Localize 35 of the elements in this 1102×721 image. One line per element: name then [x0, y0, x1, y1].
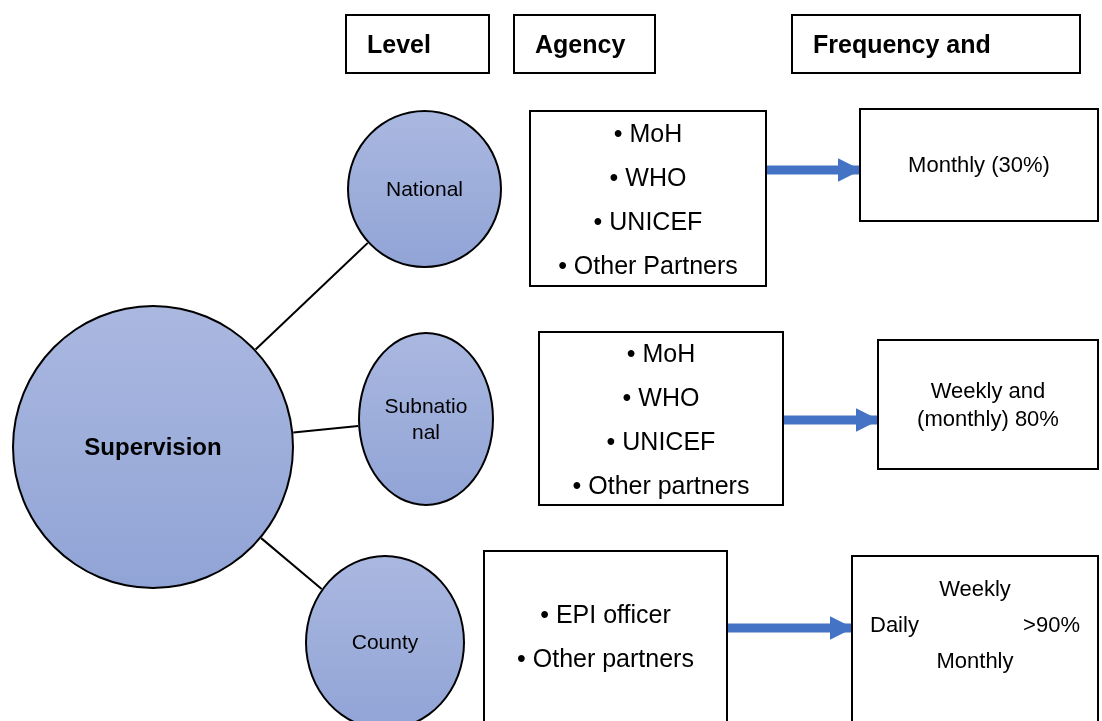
connector-line [292, 424, 360, 434]
connector-line [260, 537, 323, 591]
agency-item: • UNICEF [605, 425, 717, 457]
frequency-box [859, 108, 1099, 222]
column-header: Frequency and [813, 29, 991, 59]
agency-item: • MoH [612, 117, 684, 149]
connector-line [254, 241, 369, 351]
agency-item: • WHO [621, 381, 701, 413]
frequency-box [877, 339, 1099, 470]
frequency-text: Weekly [939, 575, 1011, 603]
agency-item: • MoH [625, 337, 697, 369]
header-box [791, 14, 1081, 74]
agency-item: • WHO [608, 161, 688, 193]
level-label: Supervision [84, 432, 222, 462]
frequency-box [851, 555, 1099, 721]
agency-box [483, 550, 728, 721]
agency-item: • EPI officer [539, 599, 672, 630]
frequency-text: >90% [1023, 611, 1080, 639]
header-box [345, 14, 490, 74]
column-header: Agency [535, 29, 626, 59]
frequency-text: Weekly and (monthly) 80% [916, 377, 1060, 432]
agency-item: • UNICEF [592, 205, 704, 237]
frequency-text: Monthly [936, 647, 1014, 675]
header-box [513, 14, 656, 74]
agency-item: • Other partners [517, 643, 694, 674]
agency-box [529, 110, 767, 287]
column-header: Level [367, 29, 431, 59]
agency-item: • Other partners [572, 469, 750, 501]
level-label: County [351, 629, 419, 656]
level-label: Subnational [384, 392, 468, 445]
agency-item: • Other Partners [558, 249, 738, 281]
agency-box [538, 331, 784, 506]
level-label: National [385, 175, 464, 202]
frequency-text: Monthly (30%) [908, 151, 1050, 179]
frequency-text: Daily [870, 611, 919, 639]
